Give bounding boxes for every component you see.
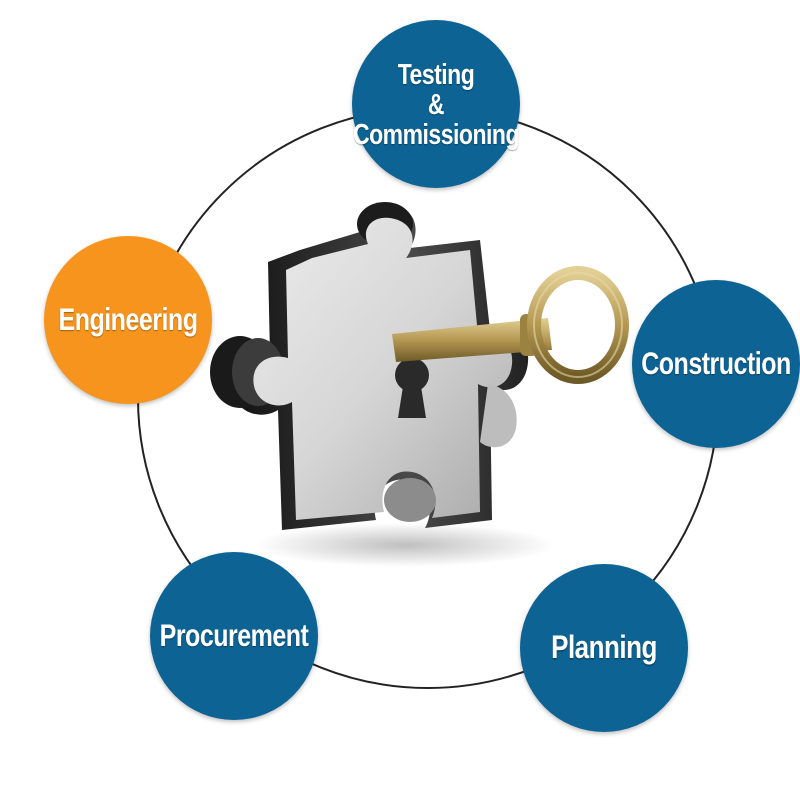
keyhole-icon <box>395 358 429 418</box>
node-construction: Construction <box>632 280 800 448</box>
node-testing-line-1: Testing <box>397 57 475 90</box>
node-testing-line-2: & <box>427 87 445 121</box>
node-planning: Planning <box>520 564 688 732</box>
node-procurement-label: Procurement <box>159 618 309 654</box>
node-engineering-label: Engineering <box>58 302 198 338</box>
node-procurement: Procurement <box>150 552 318 720</box>
node-construction-label: Construction <box>641 346 791 382</box>
puzzle-piece-icon <box>210 202 529 530</box>
node-planning-label: Planning <box>551 628 657 666</box>
node-testing-commissioning-label: Testing & Commissioning <box>352 57 520 151</box>
node-testing-commissioning: Testing & Commissioning <box>352 20 520 188</box>
key-icon <box>392 266 629 384</box>
node-testing-line-3: Commissioning <box>352 117 520 151</box>
node-engineering: Engineering <box>44 236 212 404</box>
